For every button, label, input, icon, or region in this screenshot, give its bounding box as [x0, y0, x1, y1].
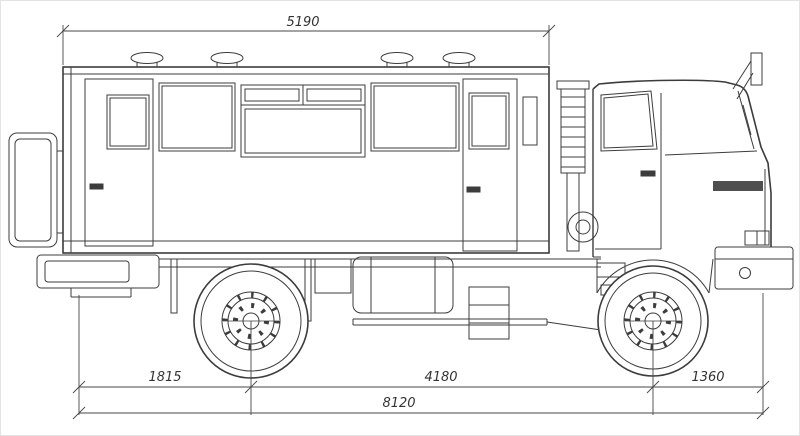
- exhaust-pipe: [352, 318, 548, 326]
- windshield-edge: [737, 90, 755, 150]
- cab-door: [595, 90, 662, 250]
- roof-vent-icon: [380, 52, 414, 64]
- wheels: [193, 263, 709, 379]
- chassis: [158, 256, 626, 340]
- cab-door-handle: [640, 170, 656, 177]
- dim-label-rear-section: 1815: [148, 370, 181, 385]
- rear-door: [84, 78, 154, 247]
- side-windows: [158, 82, 460, 158]
- dimension-sections: [72, 380, 770, 394]
- rear-door-handle: [89, 183, 104, 190]
- cab: [592, 52, 794, 294]
- mirror-glass: [750, 52, 763, 86]
- front-door-handle: [466, 186, 481, 193]
- dimension-annotations: [56, 24, 770, 420]
- van-body: [8, 52, 550, 298]
- dim-label-overall-length: 8120: [382, 396, 415, 411]
- roof-vents: [130, 52, 476, 68]
- cab-outline: [592, 79, 772, 247]
- front-fender-arch: [596, 259, 710, 294]
- rear-equipment-box: [8, 132, 63, 248]
- roof-vent-icon: [442, 52, 476, 64]
- steering-link: [546, 321, 602, 331]
- front-entry-door: [462, 78, 538, 252]
- dim-label-body-length: 5190: [286, 15, 319, 30]
- wiper-icon: [742, 104, 752, 136]
- fog-lamp-icon: [739, 267, 751, 279]
- dimension-body-length: [56, 24, 556, 65]
- dim-label-wheelbase: 4180: [424, 370, 457, 385]
- battery-box: [314, 258, 352, 294]
- front-bumper: [714, 246, 794, 290]
- fuel-tank: [352, 256, 454, 314]
- mirror: [732, 52, 763, 100]
- dim-label-front-section: 1360: [691, 370, 724, 385]
- rear-bumper-step: [36, 254, 160, 298]
- dimension-labels: 5190 1815 4180 1360 8120: [148, 15, 724, 411]
- dimension-overall: [72, 406, 770, 420]
- roof-vent-icon: [130, 52, 164, 64]
- air-filter-drum: [567, 211, 599, 243]
- roof-vent-icon: [210, 52, 244, 64]
- entry-step-ladder: [468, 286, 510, 340]
- air-intake-stack: [556, 80, 599, 252]
- rear-mudflap: [170, 258, 178, 314]
- grille-badge: [713, 181, 763, 191]
